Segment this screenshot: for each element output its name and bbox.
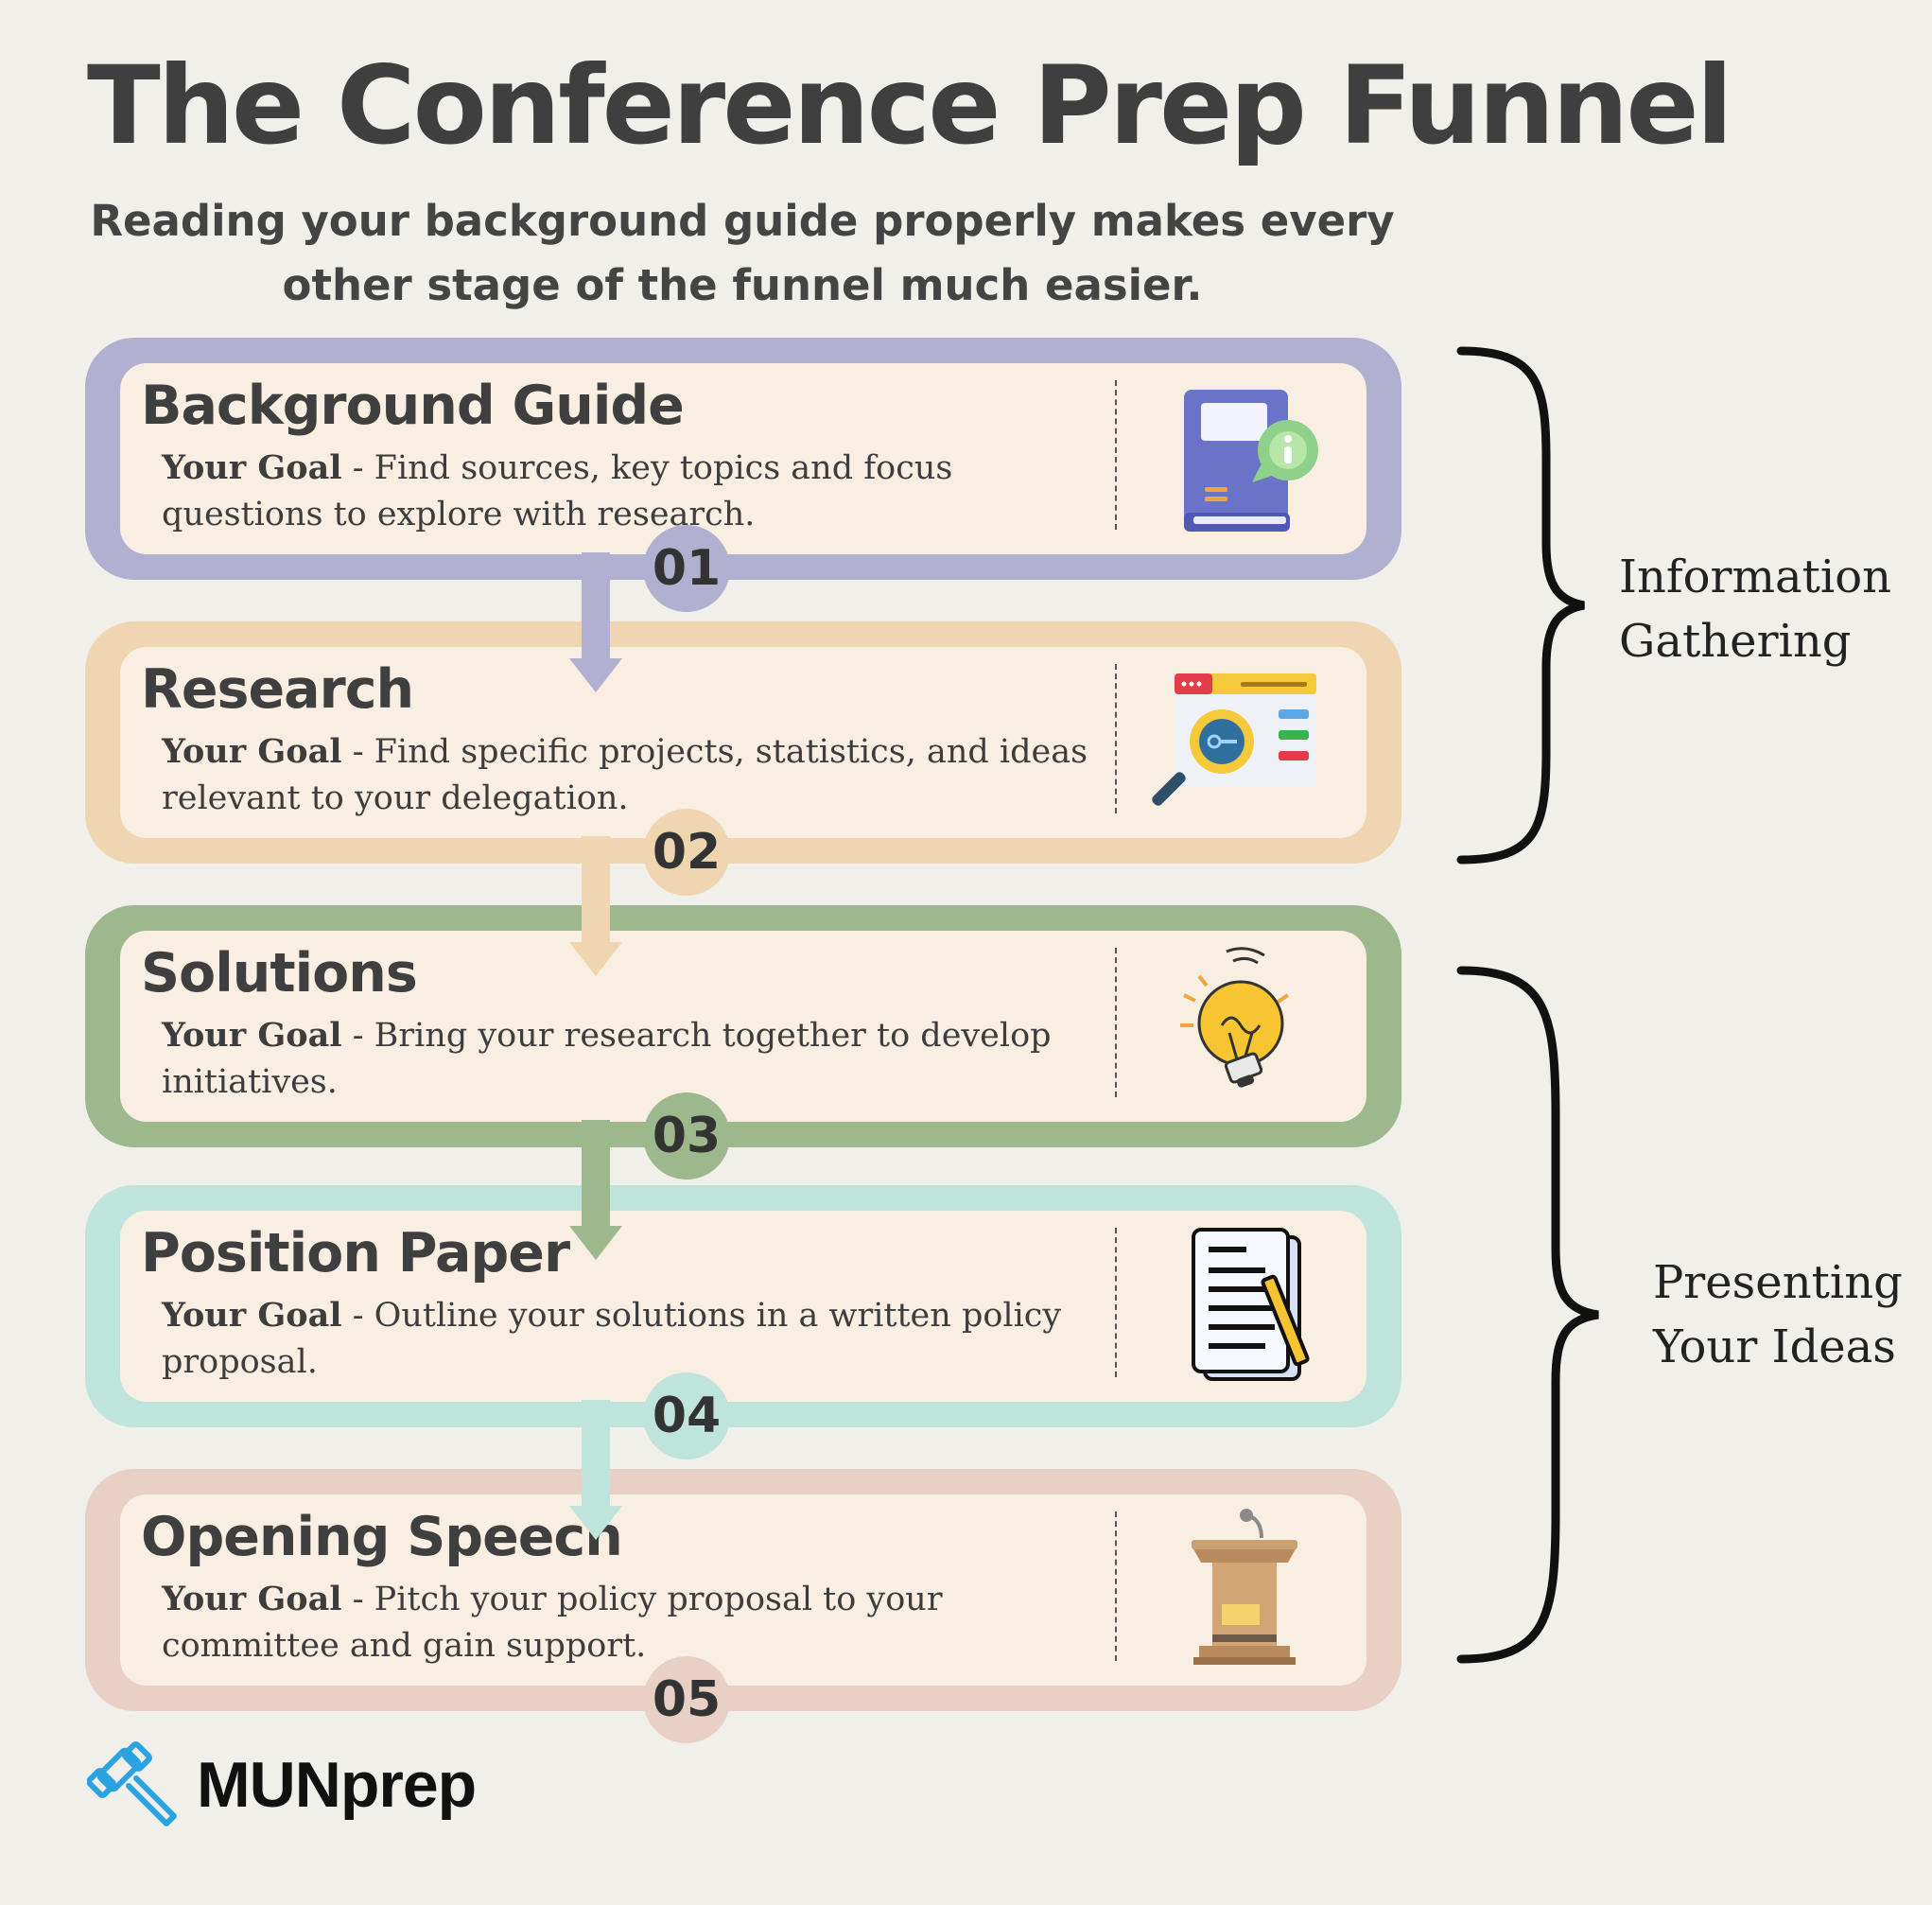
goal-label: Your Goal <box>162 732 342 771</box>
stage-title: Solutions <box>141 942 418 1005</box>
stage-card-background-guide: Background Guide Your Goal - Find source… <box>85 338 1401 612</box>
goal-text: - Outline your solutions in a written po… <box>162 1297 1062 1381</box>
goal-label: Your Goal <box>162 1016 342 1055</box>
dashed-divider <box>1115 380 1117 530</box>
gavel-icon <box>87 1741 177 1826</box>
brace-information-gathering <box>1456 346 1585 865</box>
goal-label: Your Goal <box>162 1296 342 1335</box>
brand-name: MUNprep <box>197 1749 477 1821</box>
brace-presenting-your-ideas <box>1456 966 1599 1664</box>
podium-icon <box>1192 1509 1297 1665</box>
lightbulb-icon <box>1180 947 1290 1088</box>
document-pencil-icon <box>1192 1228 1310 1381</box>
goal-text: - Bring your research together to develo… <box>162 1017 1052 1101</box>
group-label-information-gathering: Information Gathering <box>1619 545 1891 673</box>
goal-text: - Pitch your policy proposal to your com… <box>162 1581 943 1665</box>
stage-card-inner: Opening Speech Your Goal - Pitch your po… <box>120 1494 1366 1686</box>
stage-title: Research <box>141 658 414 721</box>
group-label-line: Information <box>1619 551 1892 603</box>
arrow-connector-4 <box>569 1400 622 1540</box>
stage-title: Position Paper <box>141 1222 570 1285</box>
group-label-line: Gathering <box>1619 615 1852 668</box>
research-magnifier-icon <box>1152 673 1316 806</box>
book-info-icon <box>1184 390 1318 532</box>
stage-card-inner: Solutions Your Goal - Bring your researc… <box>120 931 1366 1122</box>
stage-card-research: Research Your Goal - Find specific proje… <box>85 621 1401 896</box>
stage-card-inner: Background Guide Your Goal - Find source… <box>120 363 1366 554</box>
stage-number-badge: 05 <box>643 1656 730 1743</box>
goal-label: Your Goal <box>162 448 342 487</box>
dashed-divider <box>1115 664 1117 813</box>
stage-number-badge: 03 <box>643 1092 730 1180</box>
stage-card-inner: Position Paper Your Goal - Outline your … <box>120 1211 1366 1402</box>
arrow-connector-1 <box>569 552 622 692</box>
stage-goal: Your Goal - Find sources, key topics and… <box>162 445 1107 538</box>
page-subtitle: Reading your background guide properly m… <box>90 196 1395 310</box>
group-label-line: Your Ideas <box>1653 1320 1896 1373</box>
stage-title: Background Guide <box>141 375 685 437</box>
stage-goal: Your Goal - Bring your research together… <box>162 1012 1107 1106</box>
stage-card-solutions: Solutions Your Goal - Bring your researc… <box>85 905 1401 1180</box>
stage-number-badge: 01 <box>643 525 730 612</box>
dashed-divider <box>1115 1512 1117 1661</box>
stage-card-opening-speech: Opening Speech Your Goal - Pitch your po… <box>85 1469 1401 1743</box>
arrow-connector-2 <box>569 836 622 976</box>
dashed-divider <box>1115 948 1117 1097</box>
page-title: The Conference Prep Funnel <box>87 43 1733 168</box>
stage-goal: Your Goal - Find specific projects, stat… <box>162 728 1107 822</box>
goal-text: - Find specific projects, statistics, an… <box>162 733 1088 817</box>
arrow-connector-3 <box>569 1120 622 1260</box>
stage-goal: Your Goal - Pitch your policy proposal t… <box>162 1576 1107 1669</box>
stage-goal: Your Goal - Outline your solutions in a … <box>162 1292 1107 1386</box>
group-label-line: Presenting <box>1653 1256 1903 1309</box>
dashed-divider <box>1115 1228 1117 1377</box>
stage-title: Opening Speech <box>141 1506 623 1568</box>
stage-card-inner: Research Your Goal - Find specific proje… <box>120 647 1366 838</box>
stage-card-position-paper: Position Paper Your Goal - Outline your … <box>85 1185 1401 1459</box>
goal-text: - Find sources, key topics and focus que… <box>162 449 953 533</box>
goal-label: Your Goal <box>162 1580 342 1618</box>
stage-number-badge: 02 <box>643 809 730 896</box>
group-label-presenting-your-ideas: Presenting Your Ideas <box>1653 1250 1903 1379</box>
stage-number-badge: 04 <box>643 1372 730 1459</box>
